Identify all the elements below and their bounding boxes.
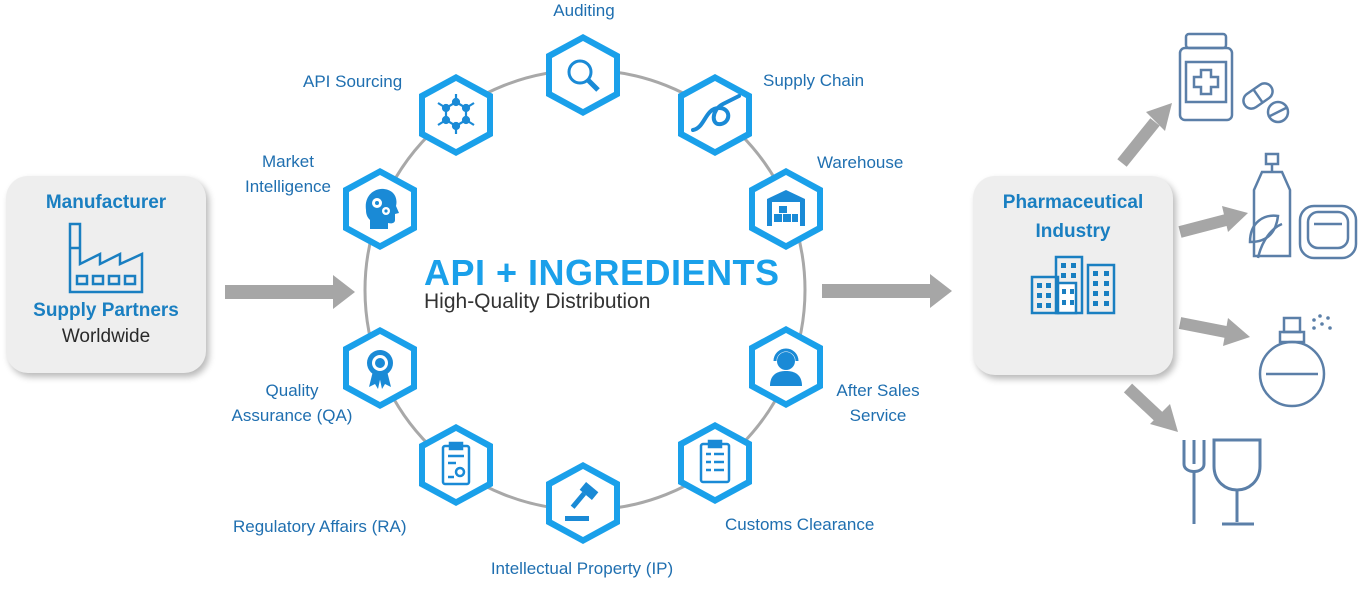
hex-supply-chain [678,74,752,156]
pharma-card: Pharmaceutical Industry [973,176,1173,375]
label-customs-clearance: Customs Clearance [725,515,875,534]
hex-regulatory-affairs [419,424,493,506]
buildings-icon [1030,255,1116,315]
headset-user-icon [770,348,802,386]
hex-api-sourcing [419,74,493,156]
label-warehouse: Warehouse [817,153,904,172]
label-auditing: Auditing [553,1,615,20]
hex-after-sales [749,326,823,408]
hex-auditing [546,34,620,116]
factory-icon [68,222,144,294]
label-after-sales-line1: After Sales [836,381,920,400]
certificate-clipboard-icon [441,441,471,486]
medicine-bottle-icon [1178,32,1290,124]
arrow-to-perfume [1178,317,1250,346]
label-regulatory-affairs: Regulatory Affairs (RA) [233,517,407,536]
hex-quality-assurance [343,327,417,409]
center-subtitle: High-Quality Distribution [424,290,651,313]
magnifier-icon [567,59,600,92]
arrow-to-cosmetics [1178,206,1248,238]
award-ribbon-icon [367,350,393,389]
arrow-into-ring [225,275,355,309]
checklist-clipboard-icon [699,439,731,484]
label-after-sales: After Sales Service [818,378,938,428]
label-supply-chain: Supply Chain [763,71,865,90]
label-market-intelligence: Market Intelligence [228,149,348,199]
manufacturer-card: Manufacturer Supply Partners Worldwide [6,176,206,373]
arrow-to-medicine [1117,103,1172,167]
pharma-title-line1: Pharmaceutical [1002,192,1144,213]
brain-gears-icon [365,188,399,229]
worldwide-label: Worldwide [61,326,151,347]
gavel-icon [565,482,599,521]
hex-market-intelligence [343,168,417,250]
perfume-bottle-icon [1258,314,1332,408]
molecule-icon [437,94,475,134]
knot-icon [691,94,741,132]
cosmetics-icon [1248,152,1358,260]
center-title: API + INGREDIENTS [424,252,780,293]
label-quality-assurance: Quality Assurance (QA) [222,378,362,428]
label-intellectual-property: Intellectual Property (IP) [490,559,674,578]
warehouse-icon [767,190,805,226]
hex-customs [678,422,752,504]
hex-intellectual-property [546,462,620,544]
label-qa-line1: Quality [265,381,319,400]
manufacturer-title: Manufacturer [45,192,167,213]
food-glass-icon [1182,438,1262,526]
label-mi-line1: Market [262,152,314,171]
hex-warehouse [749,168,823,250]
label-api-sourcing: API Sourcing [303,72,403,91]
arrow-to-pharma [822,274,952,308]
arrow-to-food [1123,383,1178,432]
supply-partners-label: Supply Partners [33,300,179,321]
pharma-title-line2: Industry [1035,221,1111,242]
label-mi-line2: Intelligence [244,177,331,196]
label-qa-line2: Assurance (QA) [231,406,353,425]
label-after-sales-line2: Service [849,406,907,425]
